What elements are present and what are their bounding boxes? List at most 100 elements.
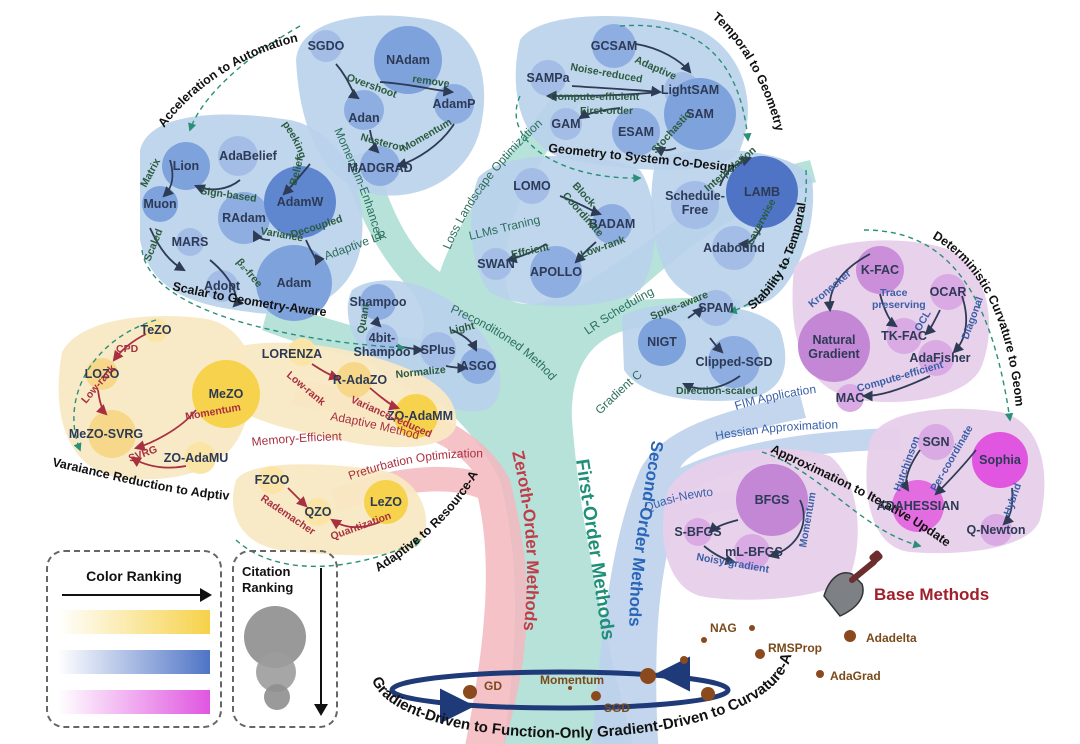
base-rmsprop: RMSProp bbox=[768, 641, 822, 655]
svg-text:Temporal to Geometry: Temporal to Geometry bbox=[710, 9, 787, 132]
node-asgo: ASGO bbox=[460, 359, 497, 373]
zeroth-order-label: Zeroth-Order Methods bbox=[508, 449, 542, 632]
node-kfac: K-FAC bbox=[861, 263, 899, 277]
citation-ranking-legend: Citation Ranking bbox=[232, 550, 338, 728]
node-zo-adamu: ZO-AdaMU bbox=[164, 451, 229, 465]
svg-text:Zeroth-Order Methods: Zeroth-Order Methods bbox=[508, 449, 542, 632]
arrows-red bbox=[96, 333, 401, 530]
caption-approximation: Approximation to Iterative Update bbox=[769, 442, 954, 550]
edge-ocl: OCL bbox=[912, 308, 934, 334]
caption-acceleration: Acceleration to Automation bbox=[155, 31, 299, 130]
node-adabound: Adabound bbox=[703, 241, 765, 255]
edge-per-coordinate: Per-coordinate bbox=[928, 423, 976, 493]
second-order-branch bbox=[592, 395, 900, 744]
circle-small bbox=[264, 684, 290, 710]
svg-text:peeking: peeking bbox=[280, 119, 309, 160]
svg-text:Second-Order Methods: Second-Order Methods bbox=[625, 440, 667, 627]
edge-quant: Quant bbox=[355, 302, 372, 334]
edge-normalize: Normalize bbox=[395, 364, 446, 381]
edge-hutchinson: Hutchinson bbox=[892, 435, 923, 493]
edge-compute-efficient: Compute-efficient bbox=[550, 91, 640, 103]
branch-lr-scheduling: LR Scheduling bbox=[582, 284, 657, 337]
base-nag: NAG bbox=[710, 621, 737, 635]
edge-first-order: First-order bbox=[580, 105, 633, 117]
node-ocar: OCAR bbox=[930, 285, 967, 299]
node-spam: SPAM bbox=[698, 301, 733, 315]
node-fzoo: FZOO bbox=[255, 473, 290, 487]
edge-trace-1: Trace bbox=[880, 287, 908, 299]
node-sampa: SAMPa bbox=[526, 71, 570, 85]
node-adamw: AdamW bbox=[277, 195, 324, 209]
edge-noise-reduced: Noise-reduced bbox=[569, 61, 643, 85]
caption-adaptive-resource: Adaptive to Resource-Aware bbox=[0, 0, 481, 574]
citation-title-2: Ranking bbox=[242, 580, 294, 595]
edge-momentum-zo: Momentum bbox=[184, 401, 241, 423]
node-muon: Muon bbox=[143, 197, 176, 211]
node-adan: Adan bbox=[348, 111, 379, 125]
second-order-label: Second-Order Methods bbox=[625, 440, 667, 627]
node-mars: MARS bbox=[172, 235, 209, 249]
svg-text:Preturbation Optimization: Preturbation Optimization bbox=[346, 446, 483, 482]
root-cycle bbox=[389, 656, 731, 724]
edge-matrix: Matrix bbox=[138, 156, 163, 189]
edge-compute-efficient-2: Compute-efficient bbox=[856, 359, 946, 395]
color-ranking-arrow bbox=[62, 594, 206, 596]
svg-text:First-Order Methods: First-Order Methods bbox=[571, 458, 618, 642]
color-ranking-legend: Color Ranking bbox=[46, 550, 222, 728]
node-sgn: SGN bbox=[922, 435, 949, 449]
edge-stochastic: Stochastic bbox=[649, 108, 694, 156]
edge-scaled: Scaled bbox=[142, 227, 166, 263]
node-sbfgs: S-BFGS bbox=[674, 525, 721, 539]
edge-efficient: Effcient bbox=[510, 241, 551, 261]
node-clipped-sgd: Clipped-SGD bbox=[695, 355, 772, 369]
base-methods-title: Base Methods bbox=[874, 585, 989, 604]
edge-low-rank: Low-rank bbox=[579, 234, 627, 261]
base-adagrad: AdaGrad bbox=[830, 669, 881, 683]
caption-geometry-system: Geometry to System Co-Design bbox=[548, 141, 736, 175]
edge-sign-based: Sign-based bbox=[200, 185, 258, 205]
edge-overshoot: Overshoot bbox=[345, 72, 399, 101]
base-gd: GD bbox=[484, 679, 502, 693]
node-lightsam: LightSAM bbox=[661, 83, 719, 97]
edge-momentum-bfgs: Momentum bbox=[797, 491, 819, 548]
branch-memory-efficient: Memory-Efficient bbox=[251, 429, 343, 449]
edge-peeking: peeking bbox=[280, 119, 309, 160]
node-sophia: Sophia bbox=[979, 453, 1022, 467]
base-sgd: SGD bbox=[604, 701, 630, 715]
node-natural-gradient-2: Gradient bbox=[808, 347, 860, 361]
edge-kronecker: Kronecker bbox=[806, 268, 854, 311]
arrow-down-icon bbox=[314, 704, 328, 716]
node-zo-adamm: ZO-AdaMM bbox=[387, 409, 453, 423]
base-adadelta: Adadelta bbox=[866, 631, 917, 645]
node-adabelief: AdaBelief bbox=[219, 149, 277, 163]
base-momentum: Momentum bbox=[540, 673, 604, 687]
node-4bit-shampoo-2: Shampoo bbox=[354, 345, 411, 359]
node-gam: GAM bbox=[551, 117, 580, 131]
node-shampoo: Shampoo bbox=[350, 295, 407, 309]
caption-temporal-geometry: Temporal to Geometry bbox=[710, 9, 787, 132]
node-4bit-shampoo-1: 4bit- bbox=[369, 331, 395, 345]
shovel-icon bbox=[823, 550, 883, 617]
node-badam: BADAM bbox=[589, 217, 636, 231]
node-adafisher: AdaFisher bbox=[909, 351, 970, 365]
edge-layerwise: Layerwise bbox=[744, 197, 779, 248]
node-schedule-free-1: Schedule- bbox=[665, 189, 725, 203]
node-mac: MAC bbox=[836, 391, 864, 405]
zeroth-order-branch bbox=[290, 380, 527, 744]
node-adahessian: ADAHESSIAN bbox=[877, 499, 960, 513]
edge-belief: Belief bbox=[287, 156, 306, 187]
node-gcsam: GCSAM bbox=[591, 39, 638, 53]
branch-hessian-approx: Hessian Approximation bbox=[714, 417, 838, 442]
branch-adaptive-lr: Adaptive LR bbox=[322, 227, 389, 263]
node-radam: RAdam bbox=[222, 211, 266, 225]
node-qzo: QZO bbox=[304, 505, 331, 519]
node-r-adazo: R-AdaZO bbox=[333, 373, 387, 387]
edge-low-rank-r: Low-rank bbox=[284, 369, 328, 408]
edge-direction-scaled: Direction-scaled bbox=[676, 385, 758, 397]
svg-text:LLMs Traning: LLMs Traning bbox=[467, 212, 541, 243]
gradient-purple bbox=[58, 690, 210, 714]
edge-nesterov: Nesterov bbox=[359, 131, 406, 154]
node-esam: ESAM bbox=[618, 125, 654, 139]
